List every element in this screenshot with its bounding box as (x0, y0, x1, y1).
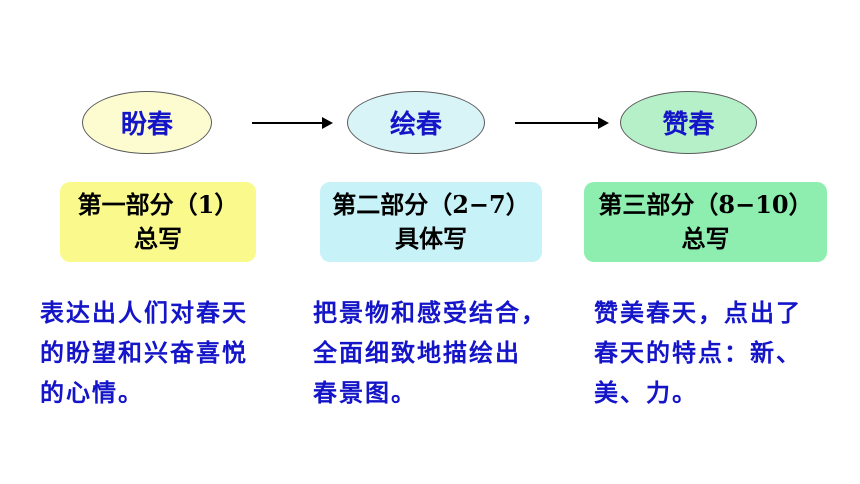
part-title-2: 第二部分（2−7） (332, 190, 530, 219)
description-3-line-3: 美、力。 (594, 378, 698, 407)
part-title-1: 第一部分（1） (77, 190, 239, 219)
description-2: 把景物和感受结合， 全面细致地描绘出 春景图。 (313, 293, 547, 413)
arrow-1 (252, 117, 333, 129)
stage-ellipse-1: 盼春 (82, 91, 212, 154)
stage-ellipse-2: 绘春 (347, 91, 485, 154)
part-subtitle-2: 具体写 (395, 224, 467, 253)
stage-label-3: 赞春 (662, 110, 715, 140)
description-3-line-1: 赞美春天，点出了 (594, 298, 802, 327)
description-1-line-1: 表达出人们对春天 (40, 298, 248, 327)
description-2-line-1: 把景物和感受结合， (313, 298, 547, 327)
part-subtitle-1: 总写 (134, 224, 182, 253)
description-1-line-3: 的心情。 (40, 378, 144, 407)
stage-label-1: 盼春 (120, 110, 173, 140)
description-3-line-2: 春天的特点：新、 (594, 338, 802, 367)
description-1-line-2: 的盼望和兴奋喜悦 (40, 338, 248, 367)
part-box-3: 第三部分（8−10） 总写 (584, 182, 827, 262)
stage-label-2: 绘春 (389, 110, 442, 140)
part-subtitle-3: 总写 (681, 224, 730, 253)
part-title-3: 第三部分（8−10） (598, 190, 813, 219)
description-2-line-3: 春景图。 (313, 378, 417, 407)
description-2-line-2: 全面细致地描绘出 (313, 338, 521, 367)
stage-ellipse-3: 赞春 (620, 91, 757, 154)
description-3: 赞美春天，点出了 春天的特点：新、 美、力。 (594, 293, 802, 413)
description-1: 表达出人们对春天 的盼望和兴奋喜悦 的心情。 (40, 293, 248, 413)
part-box-2: 第二部分（2−7） 具体写 (320, 182, 542, 262)
arrow-2 (515, 117, 609, 129)
part-box-1: 第一部分（1） 总写 (60, 182, 256, 262)
